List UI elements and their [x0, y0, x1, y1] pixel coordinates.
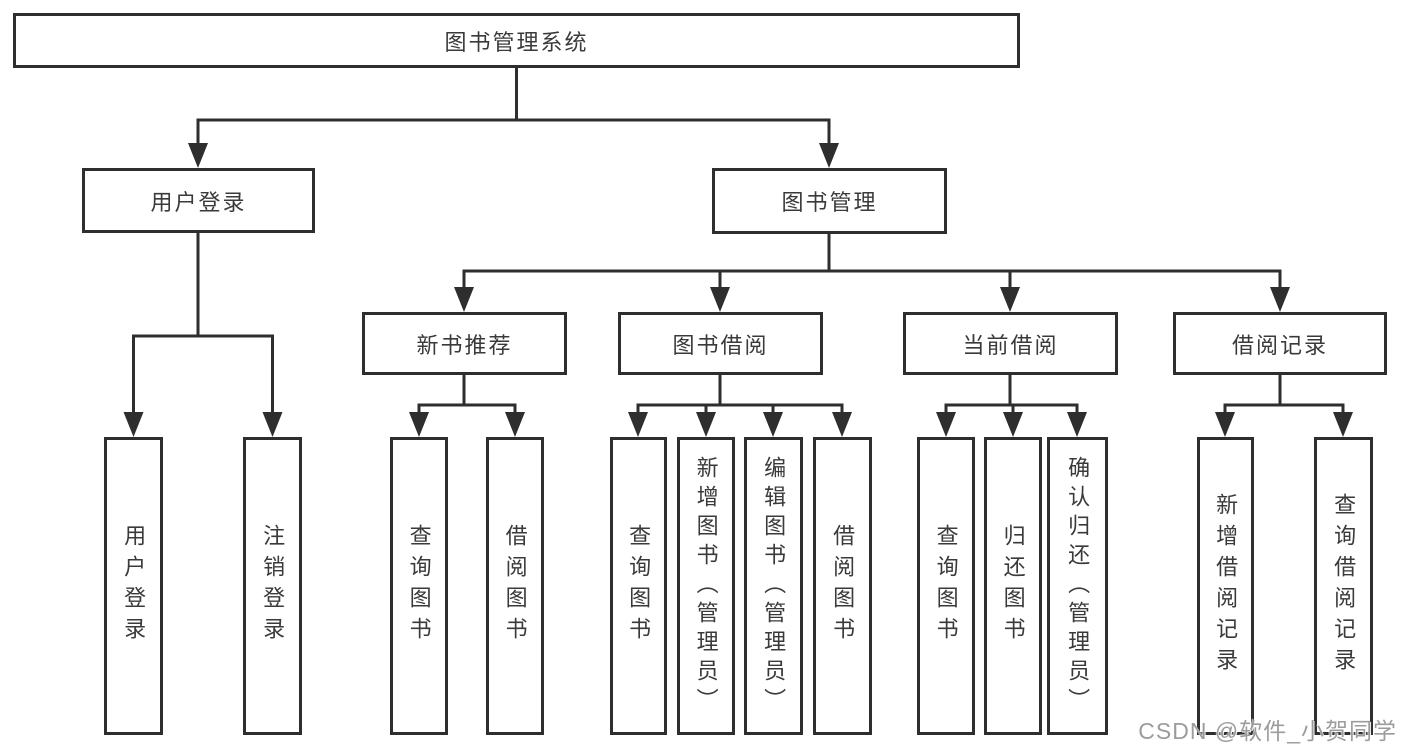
connector-user-login-children	[123, 233, 283, 437]
leaf-edit-book-admin-label: 编辑图书（管理员）	[761, 455, 787, 717]
leaf-query-borrow-record-label: 查询借阅记录	[1331, 493, 1357, 679]
node-new-book-recommend: 新书推荐	[362, 312, 567, 375]
leaf-borrow-book-label: 借阅图书	[830, 524, 856, 648]
leaf-return-book-label: 归还图书	[1000, 524, 1026, 648]
connector-new-book-rec-children	[409, 375, 525, 437]
watermark: CSDN @软件_小贺同学	[1138, 718, 1397, 744]
node-borrow-records: 借阅记录	[1173, 312, 1387, 375]
leaf-query-book-borrowing: 查询图书	[610, 437, 667, 735]
leaf-add-book-admin-label: 新增图书（管理员）	[693, 455, 719, 717]
node-book-borrowing: 图书借阅	[618, 312, 823, 375]
leaf-user-login: 用户登录	[104, 437, 163, 735]
leaf-add-book-admin: 新增图书（管理员）	[677, 437, 735, 735]
node-user-login-label: 用户登录	[150, 189, 247, 215]
leaf-query-borrow-record: 查询借阅记录	[1314, 437, 1373, 735]
leaf-logout-label: 注销登录	[260, 524, 286, 648]
leaf-borrow-book: 借阅图书	[813, 437, 872, 735]
leaf-confirm-return-admin: 确认归还（管理员）	[1047, 437, 1108, 735]
node-current-borrowing: 当前借阅	[903, 312, 1118, 375]
node-current-borrowing-label: 当前借阅	[962, 332, 1059, 358]
node-root-system: 图书管理系统	[13, 13, 1020, 68]
leaf-query-book-current: 查询图书	[917, 437, 975, 735]
node-root-system-label: 图书管理系统	[444, 29, 589, 55]
leaf-return-book: 归还图书	[984, 437, 1042, 735]
connector-book-borrow-children	[628, 375, 852, 437]
node-book-management: 图书管理	[712, 168, 947, 234]
node-borrow-records-label: 借阅记录	[1231, 332, 1328, 358]
connector-root-to-level2	[188, 68, 839, 168]
leaf-borrow-book-recommend: 借阅图书	[486, 437, 544, 735]
node-book-borrowing-label: 图书借阅	[672, 332, 769, 358]
connector-book-mgmt-children	[454, 234, 1290, 312]
leaf-logout: 注销登录	[243, 437, 302, 735]
leaf-edit-book-admin: 编辑图书（管理员）	[744, 437, 803, 735]
leaf-borrow-book-recommend-label: 借阅图书	[502, 524, 528, 648]
leaf-query-book-recommend: 查询图书	[390, 437, 448, 735]
leaf-add-borrow-record-label: 新增借阅记录	[1213, 493, 1239, 679]
node-new-book-recommend-label: 新书推荐	[416, 332, 513, 358]
leaf-confirm-return-admin-label: 确认归还（管理员）	[1065, 455, 1091, 717]
leaf-query-book-current-label: 查询图书	[933, 524, 959, 648]
node-book-management-label: 图书管理	[781, 190, 878, 215]
connector-borrow-record-children	[1215, 375, 1353, 437]
leaf-user-login-label: 用户登录	[121, 524, 147, 648]
leaf-add-borrow-record: 新增借阅记录	[1197, 437, 1254, 735]
leaf-query-book-recommend-label: 查询图书	[406, 524, 432, 648]
connector-current-borrow-children	[936, 375, 1087, 437]
leaf-query-book-borrowing-label: 查询图书	[626, 524, 652, 648]
node-user-login: 用户登录	[82, 168, 315, 233]
